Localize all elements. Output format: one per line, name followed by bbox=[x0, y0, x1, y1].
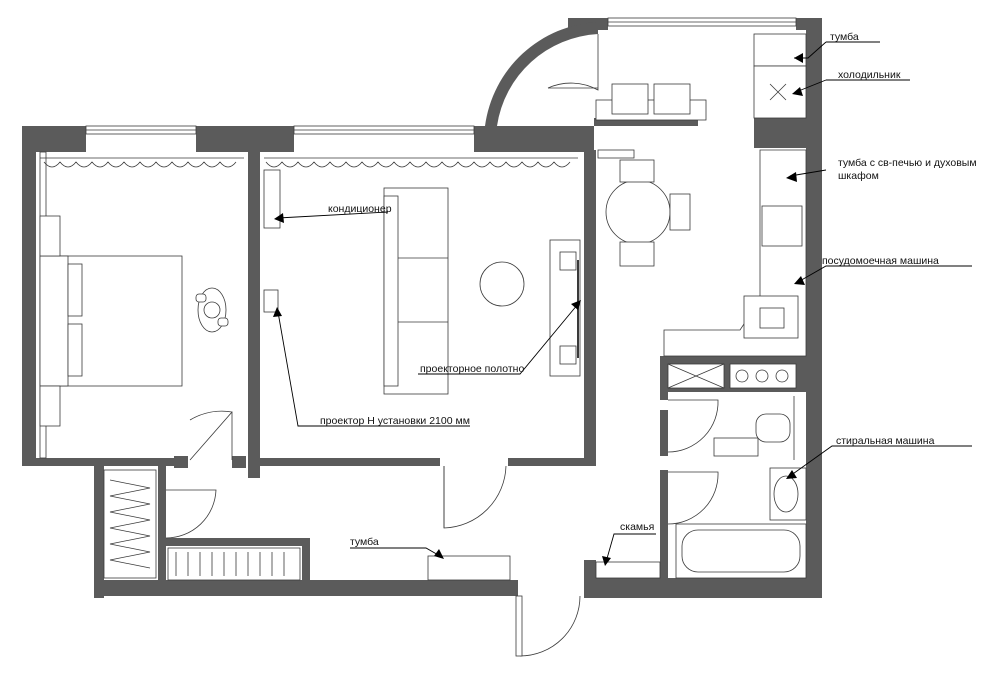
nightstand-1 bbox=[39, 215, 61, 257]
curtain-bedroom bbox=[43, 161, 237, 168]
label-bench: скамья bbox=[620, 521, 654, 533]
door-loggia bbox=[547, 34, 599, 91]
hall-tumba bbox=[427, 555, 511, 581]
label-dishwasher: посудомоечная машина bbox=[822, 255, 939, 267]
dining-chair-1 bbox=[619, 159, 655, 183]
label-washing-machine: стиральная машина bbox=[836, 435, 935, 447]
wall-kitchen-bottom-top bbox=[594, 118, 698, 126]
living-room bbox=[263, 169, 581, 529]
air-conditioner bbox=[263, 169, 281, 229]
wall-hall-left bbox=[94, 464, 104, 598]
curtains bbox=[40, 157, 578, 168]
bed-headboard bbox=[39, 255, 69, 387]
wall-curved-loggia bbox=[485, 22, 598, 126]
wall-living-bottom-left bbox=[248, 458, 440, 466]
wall-bath-bottom bbox=[584, 578, 822, 598]
wall-wardrobe-end bbox=[302, 538, 310, 582]
wall-wc-left-mid bbox=[660, 410, 668, 456]
label-stove-line2: шкафом bbox=[838, 170, 879, 182]
wall-wc-left-low bbox=[660, 470, 668, 580]
tumba-cabinet-top bbox=[753, 33, 807, 67]
door-wc bbox=[667, 399, 719, 453]
wet-zone bbox=[667, 363, 807, 579]
person-figure bbox=[195, 287, 229, 333]
wall-hall-bottom bbox=[94, 580, 518, 596]
wall-wardrobe-partition bbox=[158, 464, 166, 584]
door-entrance bbox=[519, 595, 581, 657]
wall-kitchen-right-upper bbox=[806, 18, 822, 138]
dining-chair-2 bbox=[619, 241, 655, 267]
dining-table bbox=[605, 179, 671, 245]
wall-hall-post-1 bbox=[174, 456, 188, 468]
bedroom bbox=[39, 151, 233, 461]
nightstand-2 bbox=[39, 385, 61, 427]
wall-hall-post-2 bbox=[232, 456, 246, 468]
hall bbox=[103, 469, 661, 657]
wall-bedroom-top-right bbox=[196, 126, 294, 152]
label-tumba-top: тумба bbox=[830, 31, 859, 43]
door-living bbox=[443, 465, 507, 529]
bench bbox=[595, 561, 661, 579]
label-fridge: холодильник bbox=[838, 69, 901, 81]
labels: тумба холодильник тумба с св-печью и дух… bbox=[320, 31, 977, 548]
wall-living-bottom-right bbox=[508, 458, 596, 466]
door-wardrobe bbox=[165, 489, 217, 539]
leaders bbox=[273, 41, 972, 566]
wall-bedroom-bottom bbox=[22, 458, 186, 466]
wall-kitchen-divider bbox=[754, 118, 808, 148]
door-bath bbox=[667, 471, 719, 525]
wardrobe-bottom bbox=[167, 547, 301, 581]
label-air-conditioner: кондиционер bbox=[328, 203, 392, 215]
wall-bedroom-left bbox=[22, 126, 36, 464]
curtain-living bbox=[265, 161, 571, 168]
oven-hob bbox=[761, 205, 803, 247]
wall-kitchen-right bbox=[806, 118, 822, 598]
coffee-table bbox=[479, 261, 525, 307]
toilet bbox=[755, 413, 791, 443]
wall-living-top-right bbox=[474, 126, 594, 152]
bar-stool-2 bbox=[653, 83, 691, 115]
wall-bedroom-living-partition bbox=[248, 150, 260, 478]
wall-wc-left-upper bbox=[660, 356, 668, 400]
wc-sink bbox=[713, 437, 759, 457]
label-tumba-hall: тумба bbox=[350, 536, 379, 548]
pillow-2 bbox=[67, 323, 83, 377]
projector bbox=[263, 289, 279, 313]
bar-stool-1 bbox=[611, 83, 649, 115]
wall-wardrobe-top bbox=[160, 538, 310, 546]
label-projector: проектор Н установки 2100 мм bbox=[320, 415, 470, 427]
wall-entrance-left-post bbox=[584, 560, 596, 596]
dishwasher bbox=[743, 295, 799, 339]
door-bedroom bbox=[189, 410, 233, 461]
pillow-1 bbox=[67, 263, 83, 317]
label-stove-line1: тумба с св-печью и духовым bbox=[838, 157, 977, 169]
windows bbox=[85, 17, 797, 135]
label-screen: проекторное полотно bbox=[420, 363, 524, 375]
dining-chair-3 bbox=[669, 193, 691, 231]
wall-living-right bbox=[584, 150, 596, 466]
